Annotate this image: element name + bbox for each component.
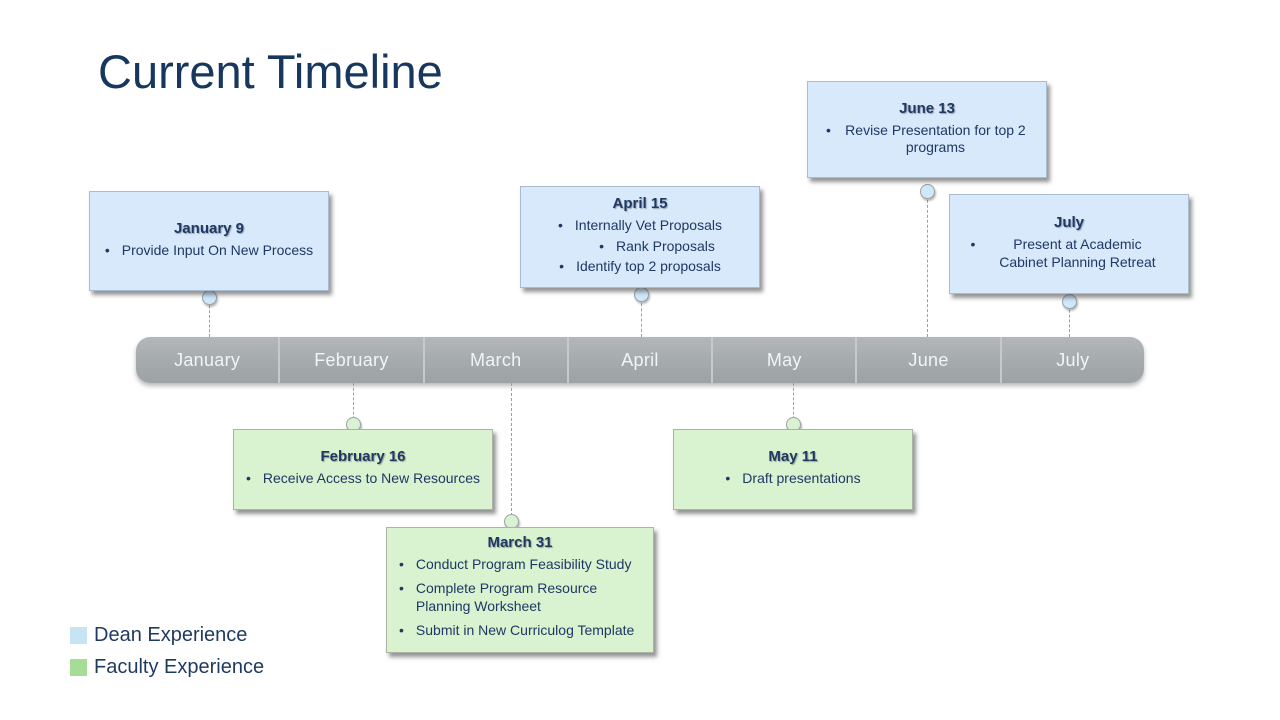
connector-line-january-9: [209, 296, 210, 337]
timeline-month-january: January: [136, 337, 281, 383]
event-box-april-15: April 15 • Internally Vet Proposals • Ra…: [520, 186, 760, 288]
legend-item-faculty: Faculty Experience: [70, 656, 264, 679]
event-date: March 31: [487, 533, 553, 551]
bullet-icon: •: [399, 555, 404, 572]
event-bullet: • Conduct Program Feasibility Study: [399, 555, 632, 572]
connector-line-july: [1069, 300, 1070, 337]
event-box-march-31: March 31 • Conduct Program Feasibility S…: [386, 527, 654, 653]
bullet-icon: •: [826, 121, 831, 138]
event-date: July: [1053, 214, 1084, 231]
legend-label: Faculty Experience: [94, 656, 265, 678]
timeline-month-march: March: [425, 337, 569, 383]
bullet-icon: •: [970, 236, 976, 252]
connector-dot-april-15: [634, 287, 649, 302]
event-bullet: • Internally Vet Proposals: [558, 217, 722, 234]
connector-dot-july: [1062, 294, 1077, 309]
event-date: April 15: [612, 195, 668, 213]
connector-line-may-11: [793, 383, 794, 424]
timeline-month-june: June: [857, 337, 1002, 383]
dean-color-swatch: [70, 627, 87, 644]
bullet-icon: •: [725, 470, 731, 487]
event-date: February 16: [320, 448, 406, 466]
connector-line-june-13: [927, 190, 928, 337]
legend: Dean Experience Faculty Experience: [70, 624, 264, 688]
page-title: Current Timeline: [98, 45, 443, 98]
event-bullet: • Complete Program Resource Planning Wor…: [399, 580, 598, 614]
event-box-june-13: June 13 • Revise Presentation for top 2 …: [807, 81, 1047, 178]
connector-dot-june-13: [920, 184, 935, 199]
event-box-may-11: May 11 • Draft presentations: [673, 429, 913, 510]
legend-label: Dean Experience: [94, 624, 248, 646]
connector-line-march-31: [511, 383, 512, 521]
event-bullet: • Revise Presentation for top 2 programs: [826, 121, 1026, 156]
bullet-icon: •: [104, 241, 110, 258]
event-bullet: • Provide Input On New Process: [104, 241, 314, 258]
event-date: January 9: [173, 219, 245, 237]
timeline-bar: January February March April May June Ju…: [136, 337, 1144, 383]
event-box-february-16: February 16 • Receive Access to New Reso…: [233, 429, 493, 510]
connector-line-february-16: [353, 383, 354, 424]
bullet-icon: •: [246, 470, 251, 487]
event-bullet: • Receive Access to New Resources: [246, 470, 480, 487]
timeline-month-may: May: [713, 337, 858, 383]
event-sub-bullet: • Rank Proposals: [599, 237, 715, 254]
bullet-icon: •: [558, 217, 563, 234]
bullet-icon: •: [399, 622, 404, 638]
faculty-color-swatch: [70, 659, 87, 676]
event-bullet: • Identify top 2 proposals: [559, 258, 721, 275]
event-date: May 11: [768, 448, 818, 466]
timeline-month-july: July: [1056, 349, 1090, 370]
event-box-july: July • Present at Academic Cabinet Plann…: [949, 194, 1189, 294]
event-date: June 13: [899, 99, 955, 117]
connector-line-april-15: [641, 293, 642, 337]
bullet-icon: •: [399, 580, 404, 596]
timeline-month-april: April: [569, 337, 714, 383]
event-bullet: • Present at Academic Cabinet Planning R…: [970, 236, 1156, 270]
legend-item-dean: Dean Experience: [70, 624, 264, 647]
connector-dot-january-9: [202, 290, 217, 305]
bullet-icon: •: [559, 258, 565, 275]
event-bullet: • Submit in New Curriculog Template: [399, 622, 635, 638]
timeline-month-february: February: [280, 337, 425, 383]
event-box-january-9: January 9 • Provide Input On New Process: [89, 191, 329, 291]
bullet-icon: •: [599, 237, 605, 254]
event-bullet: • Draft presentations: [725, 470, 861, 487]
